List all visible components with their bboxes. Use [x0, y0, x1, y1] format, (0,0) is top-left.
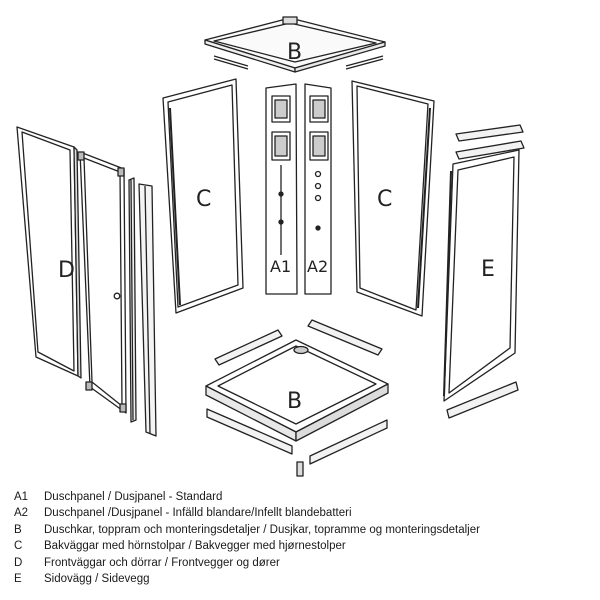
label-b-bottom: B — [287, 389, 302, 414]
shower-tray-b — [205, 319, 389, 477]
shower-panel-a2 — [304, 83, 332, 295]
legend-text: Duschpanel /Dusjpanel - Infälld blandare… — [44, 507, 352, 520]
legend-text: Sidovägg / Sidevegg — [44, 573, 150, 586]
legend-row-a2: A2 Duschpanel /Dusjpanel - Infälld bland… — [14, 505, 594, 521]
shower-panel-a1 — [265, 83, 298, 295]
top-frame-b — [204, 16, 386, 73]
legend-text: Frontväggar och dörrar / Frontvegger og … — [44, 556, 280, 569]
label-e: E — [481, 257, 495, 282]
parts-legend: A1 Duschpanel / Dusjpanel - Standard A2 … — [14, 489, 594, 587]
legend-text: Duschkar, toppram och monteringsdetaljer… — [44, 523, 480, 536]
legend-row-c: C Bakväggar med hörnstolpar / Bakvegger … — [14, 538, 594, 554]
legend-code: E — [14, 573, 22, 586]
side-wall-e — [443, 124, 525, 419]
legend-code: D — [14, 556, 23, 569]
label-c-left: C — [196, 187, 211, 212]
legend-text: Bakväggar med hörnstolpar / Bakvegger me… — [44, 540, 346, 553]
door-panel-d — [77, 151, 127, 414]
legend-code: C — [14, 540, 23, 553]
legend-code: B — [14, 523, 22, 536]
label-a1: A1 — [270, 257, 291, 276]
back-wall-left-c — [162, 78, 244, 314]
legend-row-a1: A1 Duschpanel / Dusjpanel - Standard — [14, 489, 594, 505]
legend-row-e: E Sidovägg / Sidevegg — [14, 571, 594, 587]
label-d: D — [58, 258, 75, 283]
label-a2: A2 — [307, 257, 328, 276]
legend-row-d: D Frontväggar och dörrar / Frontvegger o… — [14, 555, 594, 571]
legend-text: Duschpanel / Dusjpanel - Standard — [44, 491, 223, 503]
label-c-right: C — [377, 187, 392, 212]
label-b-top: B — [287, 40, 302, 65]
legend-code: A2 — [14, 507, 29, 520]
legend-row-b: B Duschkar, toppram och monteringsdetalj… — [14, 522, 594, 538]
front-wall-d — [16, 126, 82, 379]
legend-code: A1 — [14, 491, 29, 503]
exploded-shower-diagram: B C C D E A1 A2 B — [16, 16, 525, 477]
back-wall-right-c — [351, 80, 435, 317]
door-posts-d — [128, 177, 157, 437]
